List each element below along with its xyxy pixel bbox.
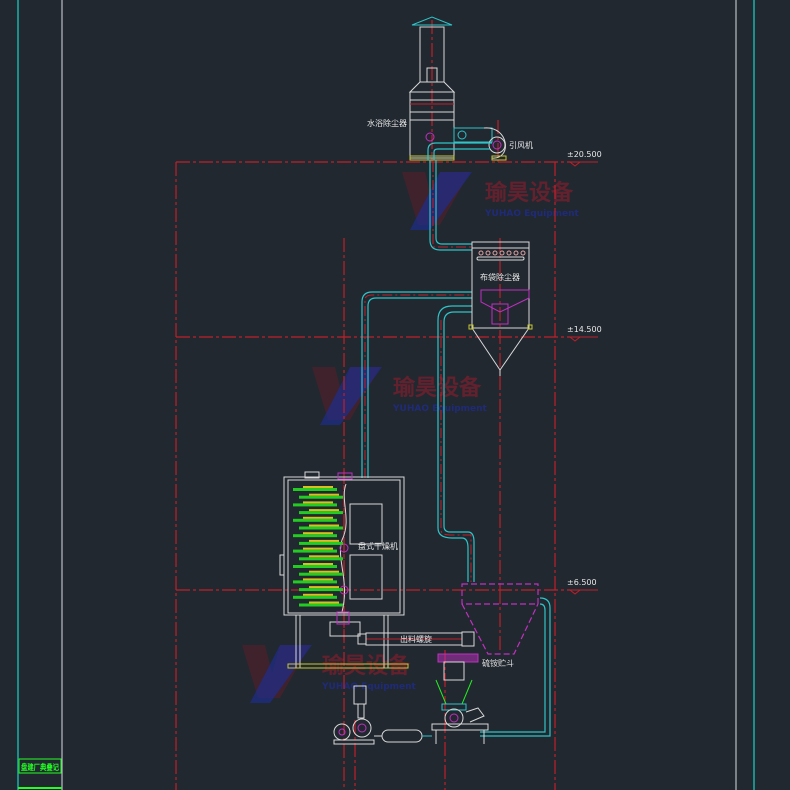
discharge-screw[interactable] — [357, 631, 475, 647]
dryer-tray-material — [309, 570, 339, 573]
dryer-tray — [293, 518, 337, 522]
dryer-tray-material — [309, 524, 339, 527]
watermark-middle: 瑜昊设备 YUHAO Equipment — [312, 367, 488, 425]
water-scrubber-label: 水浴除尘器 — [367, 118, 407, 128]
dryer-tray — [293, 488, 337, 491]
induced-fan[interactable] — [453, 127, 507, 161]
watermark-bottom: 瑜昊设备 YUHAO Equipment — [242, 645, 417, 703]
level-marker-14500: ±14.500 — [567, 325, 602, 342]
dryer-tray — [293, 534, 337, 538]
dryer-tray — [299, 511, 343, 515]
level-marker-6500: ±6.500 — [567, 578, 598, 595]
dryer-tray-material — [309, 493, 339, 496]
level-text: ±20.500 — [567, 150, 602, 159]
disc-dryer[interactable] — [279, 471, 409, 669]
crusher-assembly[interactable] — [431, 653, 489, 744]
dryer-tray-material — [303, 593, 333, 596]
centerlines — [175, 20, 570, 790]
level-marker-20500: ±20.500 — [567, 150, 602, 167]
dryer-tray — [299, 526, 343, 530]
dryer-tray-material — [303, 532, 333, 535]
dryer-tray — [299, 495, 343, 499]
pipe-centerlines — [364, 162, 472, 582]
dryer-tray — [293, 565, 337, 568]
dryer-tray — [299, 603, 343, 607]
dryer-tray — [293, 503, 337, 507]
dryer-tray — [299, 557, 343, 561]
hopper-label: 硫铵贮斗 — [482, 658, 514, 668]
watermark-en: YUHAO Equipment — [392, 404, 488, 414]
dryer-tray — [293, 595, 337, 599]
bag-filter[interactable] — [468, 241, 533, 376]
dryer-tray-material — [303, 501, 333, 504]
water-scrubber[interactable] — [408, 16, 456, 161]
discharge-screw-label: 出料螺旋 — [400, 634, 432, 644]
dryer-tray-material — [309, 586, 339, 589]
watermark-en: YUHAO Equipment — [321, 682, 417, 692]
drawing-frame — [17, 0, 755, 790]
watermark-en: YUHAO Equipment — [484, 209, 580, 219]
dryer-trays — [293, 486, 343, 607]
dryer-tray-material — [303, 563, 333, 565]
roots-blower[interactable] — [333, 685, 432, 745]
watermark-cn: 瑜昊设备 — [322, 653, 411, 679]
watermark-cn: 瑜昊设备 — [485, 180, 574, 206]
dryer-tray-material — [309, 555, 339, 558]
pipes — [361, 142, 551, 737]
dryer-tray-material — [309, 601, 339, 604]
dryer-tray — [293, 549, 337, 553]
title-stamp-text: 盘建厂典叠记 — [21, 762, 59, 772]
dryer-tray-material — [309, 509, 339, 512]
hopper[interactable] — [461, 583, 539, 655]
dryer-tray-material — [303, 516, 333, 519]
watermark-top: 瑜昊设备 YUHAO Equipment — [402, 172, 580, 230]
dryer-tray-material — [303, 578, 333, 581]
dryer-tray-material — [303, 547, 333, 550]
disc-dryer-label: 盘式干燥机 — [358, 541, 398, 551]
title-stamp: 盘建厂典叠记 — [18, 758, 62, 774]
dryer-tray — [299, 588, 343, 592]
dryer-tray-material — [309, 539, 339, 542]
dryer-tray — [299, 541, 343, 545]
dryer-tray — [299, 572, 343, 576]
dryer-tray — [293, 580, 337, 584]
induced-fan-label: 引风机 — [509, 140, 533, 150]
bag-filter-label: 布袋除尘器 — [480, 272, 520, 282]
dryer-tray-material — [303, 486, 333, 488]
level-text: ±6.500 — [567, 578, 597, 587]
level-text: ±14.500 — [567, 325, 602, 334]
